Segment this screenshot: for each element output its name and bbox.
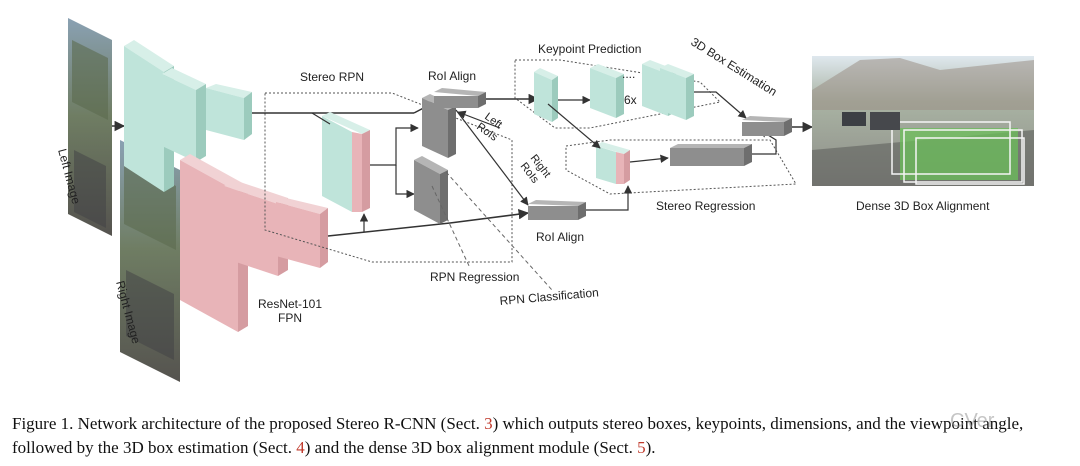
keypoint-prediction-label: Keypoint Prediction: [538, 42, 641, 56]
regression-arrow: [629, 154, 669, 163]
right-feature-line: [327, 222, 451, 237]
caption-ref-sect-4[interactable]: 4: [296, 438, 305, 457]
caption-ref-sect-5[interactable]: 5: [637, 438, 646, 457]
caption-part-1: Figure 1. Network architecture of the pr…: [12, 414, 485, 433]
caption-part-4: ).: [645, 438, 656, 457]
roi-align-top-block: [434, 88, 486, 108]
repeat-label: 6x: [624, 93, 637, 107]
stereo-rpn-label: Stereo RPN: [300, 70, 364, 84]
rpn-regression-label: RPN Regression: [430, 270, 519, 284]
box-estimation-block: [742, 116, 792, 136]
right-proposal-block: [414, 156, 448, 224]
left-backbone: [124, 40, 252, 192]
stereo-rpn-region: [264, 92, 513, 263]
rpn-in-top: [311, 112, 331, 125]
architecture-diagram: Left Image Right Image ResNet-101 FPN St…: [55, 18, 1034, 382]
rpn-classification-leader: [445, 171, 553, 291]
left-rois-arrow: [457, 110, 501, 129]
right-to-roialign-arrow: [449, 208, 530, 224]
watermark: CVer: [950, 410, 995, 432]
dense-alignment-output-image: [812, 56, 1034, 186]
right-roi-to-regression-arrow: [586, 185, 633, 211]
box-estimation-label: 3D Box Estimation: [688, 35, 779, 99]
rpn-regression-leader: [431, 185, 471, 269]
regression-block-1: [596, 142, 630, 184]
keypoint-block-1: [534, 68, 558, 122]
caption-part-3: ) and the dense 3D box alignment module …: [304, 438, 638, 457]
dense-alignment-label: Dense 3D Box Alignment: [856, 199, 990, 213]
resnet-label-1: ResNet-101: [258, 297, 322, 311]
rpn-classification-label: RPN Classification: [499, 285, 599, 308]
roi-align-bottom-block: [528, 200, 586, 220]
right-input-image: [120, 140, 180, 382]
ellipsis-label: ....: [622, 67, 635, 81]
regression-block-2: [670, 144, 752, 166]
keypoint-block-4: [660, 64, 694, 120]
keypoint-to-estimation-arrow: [694, 91, 747, 119]
stereo-regression-label: Stereo Regression: [656, 199, 755, 213]
right-rois-arrow: [455, 109, 529, 206]
keypoint-region: [514, 59, 722, 129]
roi-align-top-label: RoI Align: [428, 69, 476, 83]
rpn-out-bottom: [395, 165, 415, 199]
resnet-label-2: FPN: [278, 311, 302, 325]
rpn-feature-block: [322, 112, 370, 212]
caption-part-2: ) which outputs stereo boxes, keypoints,…: [12, 414, 1024, 457]
left-input-image: [68, 18, 112, 236]
keypoint-block-2: [590, 64, 624, 118]
figure-caption: Figure 1. Network architecture of the pr…: [12, 412, 1074, 460]
rpn-out-top: [370, 123, 419, 166]
right-backbone: [180, 154, 328, 332]
caption-ref-sect-3[interactable]: 3: [484, 414, 493, 433]
roi-align-bottom-label: RoI Align: [536, 230, 584, 244]
left-roi-to-regression-arrow: [547, 103, 601, 149]
stereo-regression-region: [565, 139, 797, 195]
